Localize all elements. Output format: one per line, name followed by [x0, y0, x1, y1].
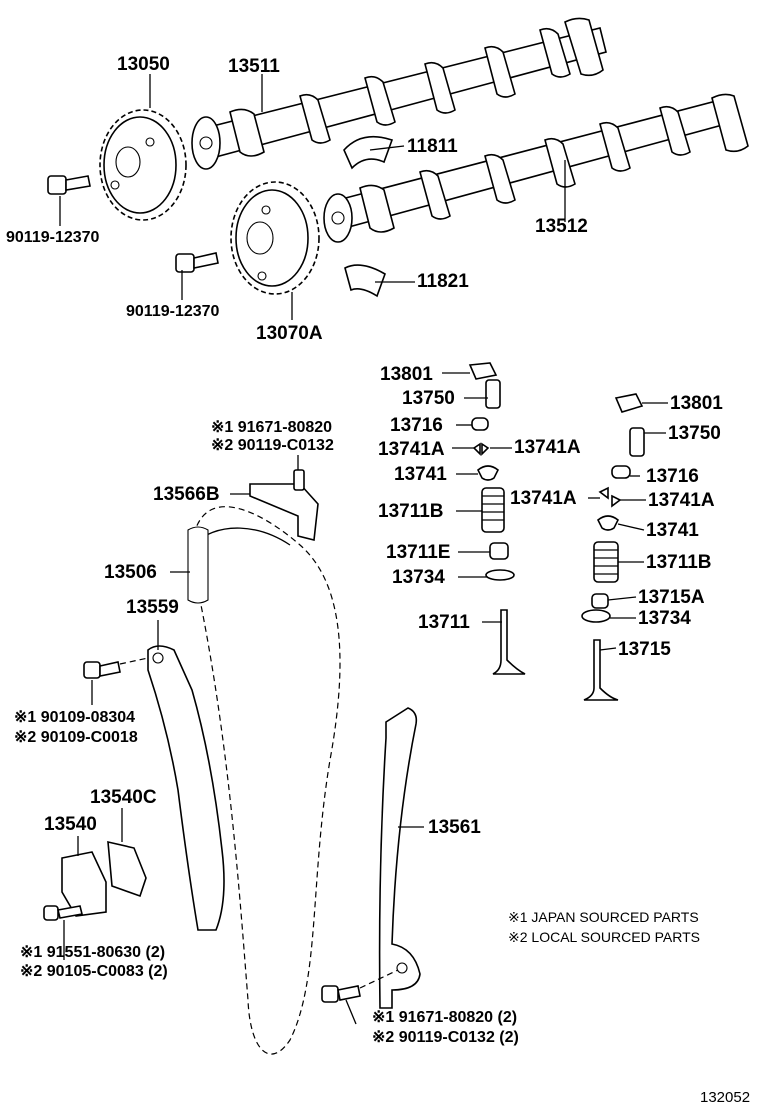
callout-guide2-bolt-japan: ※1 91671-80820 (2)	[372, 1009, 517, 1026]
figure-number: 132052	[700, 1089, 750, 1106]
callout-13511: 13511	[228, 56, 280, 77]
callout-guide-bolt-local: ※2 90119-C0132	[211, 437, 334, 454]
callout-13715A: 13715A	[638, 587, 705, 608]
callout-13711E: 13711E	[386, 542, 450, 563]
callout-guide2-bolt-local: ※2 90119-C0132 (2)	[372, 1029, 519, 1046]
intake-bearing	[343, 135, 394, 170]
callout-13741-left: 13741	[394, 464, 447, 485]
callout-13716-right: 13716	[646, 466, 699, 487]
callout-13741A-left-1: 13741A	[378, 439, 445, 460]
intake-sprocket-bolt	[47, 175, 91, 195]
callout-13741-right: 13741	[646, 520, 699, 541]
slipper-bolt	[83, 657, 149, 679]
exhaust-cam-sprocket	[230, 181, 320, 295]
callout-13070A: 13070A	[256, 323, 323, 344]
callout-13566B: 13566B	[153, 484, 220, 505]
callout-13512: 13512	[535, 216, 588, 237]
intake-camshaft	[191, 17, 607, 170]
callout-13741A-left-2: 13741A	[514, 437, 581, 458]
callout-13715: 13715	[618, 639, 671, 660]
leader-lines	[59, 74, 668, 1025]
callout-labels: 13050 13511 11811 13512 11821 90119-1237…	[6, 54, 723, 1046]
callout-slipper-bolt-japan: ※1 90109-08304	[14, 709, 135, 726]
legend-japan: ※1 JAPAN SOURCED PARTS	[508, 909, 699, 925]
callout-tensioner-bolt-japan: ※1 91551-80630 (2)	[20, 944, 165, 961]
callout-13741A-right-1: 13741A	[510, 488, 577, 509]
callout-13540: 13540	[44, 814, 97, 835]
chain-guide	[378, 707, 421, 1009]
timing-chain	[187, 506, 341, 1055]
chain-guide-bolt	[321, 969, 399, 1003]
chain-guide-upper	[249, 469, 319, 541]
chain-tensioner-slipper	[147, 645, 225, 931]
callout-13734-right: 13734	[638, 608, 691, 629]
callout-13711B-right: 13711B	[646, 552, 712, 573]
callout-13801-right: 13801	[670, 393, 723, 414]
callout-13540C: 13540C	[90, 787, 157, 808]
callout-13561: 13561	[428, 817, 481, 838]
callout-13750-right: 13750	[668, 423, 721, 444]
legend-local: ※2 LOCAL SOURCED PARTS	[508, 929, 700, 945]
callout-13711B-left: 13711B	[378, 501, 444, 522]
callout-11811: 11811	[407, 136, 458, 157]
exhaust-valve-train	[581, 393, 645, 701]
callout-13741A-right-2: 13741A	[648, 490, 715, 511]
sourcing-legend: ※1 JAPAN SOURCED PARTS ※2 LOCAL SOURCED …	[508, 909, 700, 945]
intake-valve-train	[468, 362, 526, 675]
exhaust-bearing	[344, 264, 386, 298]
callout-11821: 11821	[417, 271, 469, 292]
exhaust-sprocket-bolt	[175, 252, 219, 273]
callout-13506: 13506	[104, 562, 157, 583]
callout-90119-12370-lower: 90119-12370	[126, 303, 220, 320]
callout-13801-left: 13801	[380, 364, 433, 385]
callout-13711: 13711	[418, 612, 470, 633]
callout-tensioner-bolt-local: ※2 90105-C0083 (2)	[20, 963, 168, 980]
chain-tensioner	[43, 840, 147, 921]
exhaust-camshaft	[323, 93, 749, 243]
callout-13750-left: 13750	[402, 388, 455, 409]
callout-guide-bolt-japan: ※1 91671-80820	[211, 419, 332, 436]
callout-13734-left: 13734	[392, 567, 445, 588]
callout-13050: 13050	[117, 54, 170, 75]
callout-13559: 13559	[126, 597, 179, 618]
intake-cam-sprocket	[99, 109, 187, 221]
callout-slipper-bolt-local: ※2 90109-C0018	[14, 729, 138, 746]
callout-90119-12370-upper: 90119-12370	[6, 229, 100, 246]
callout-13716-left: 13716	[390, 415, 443, 436]
